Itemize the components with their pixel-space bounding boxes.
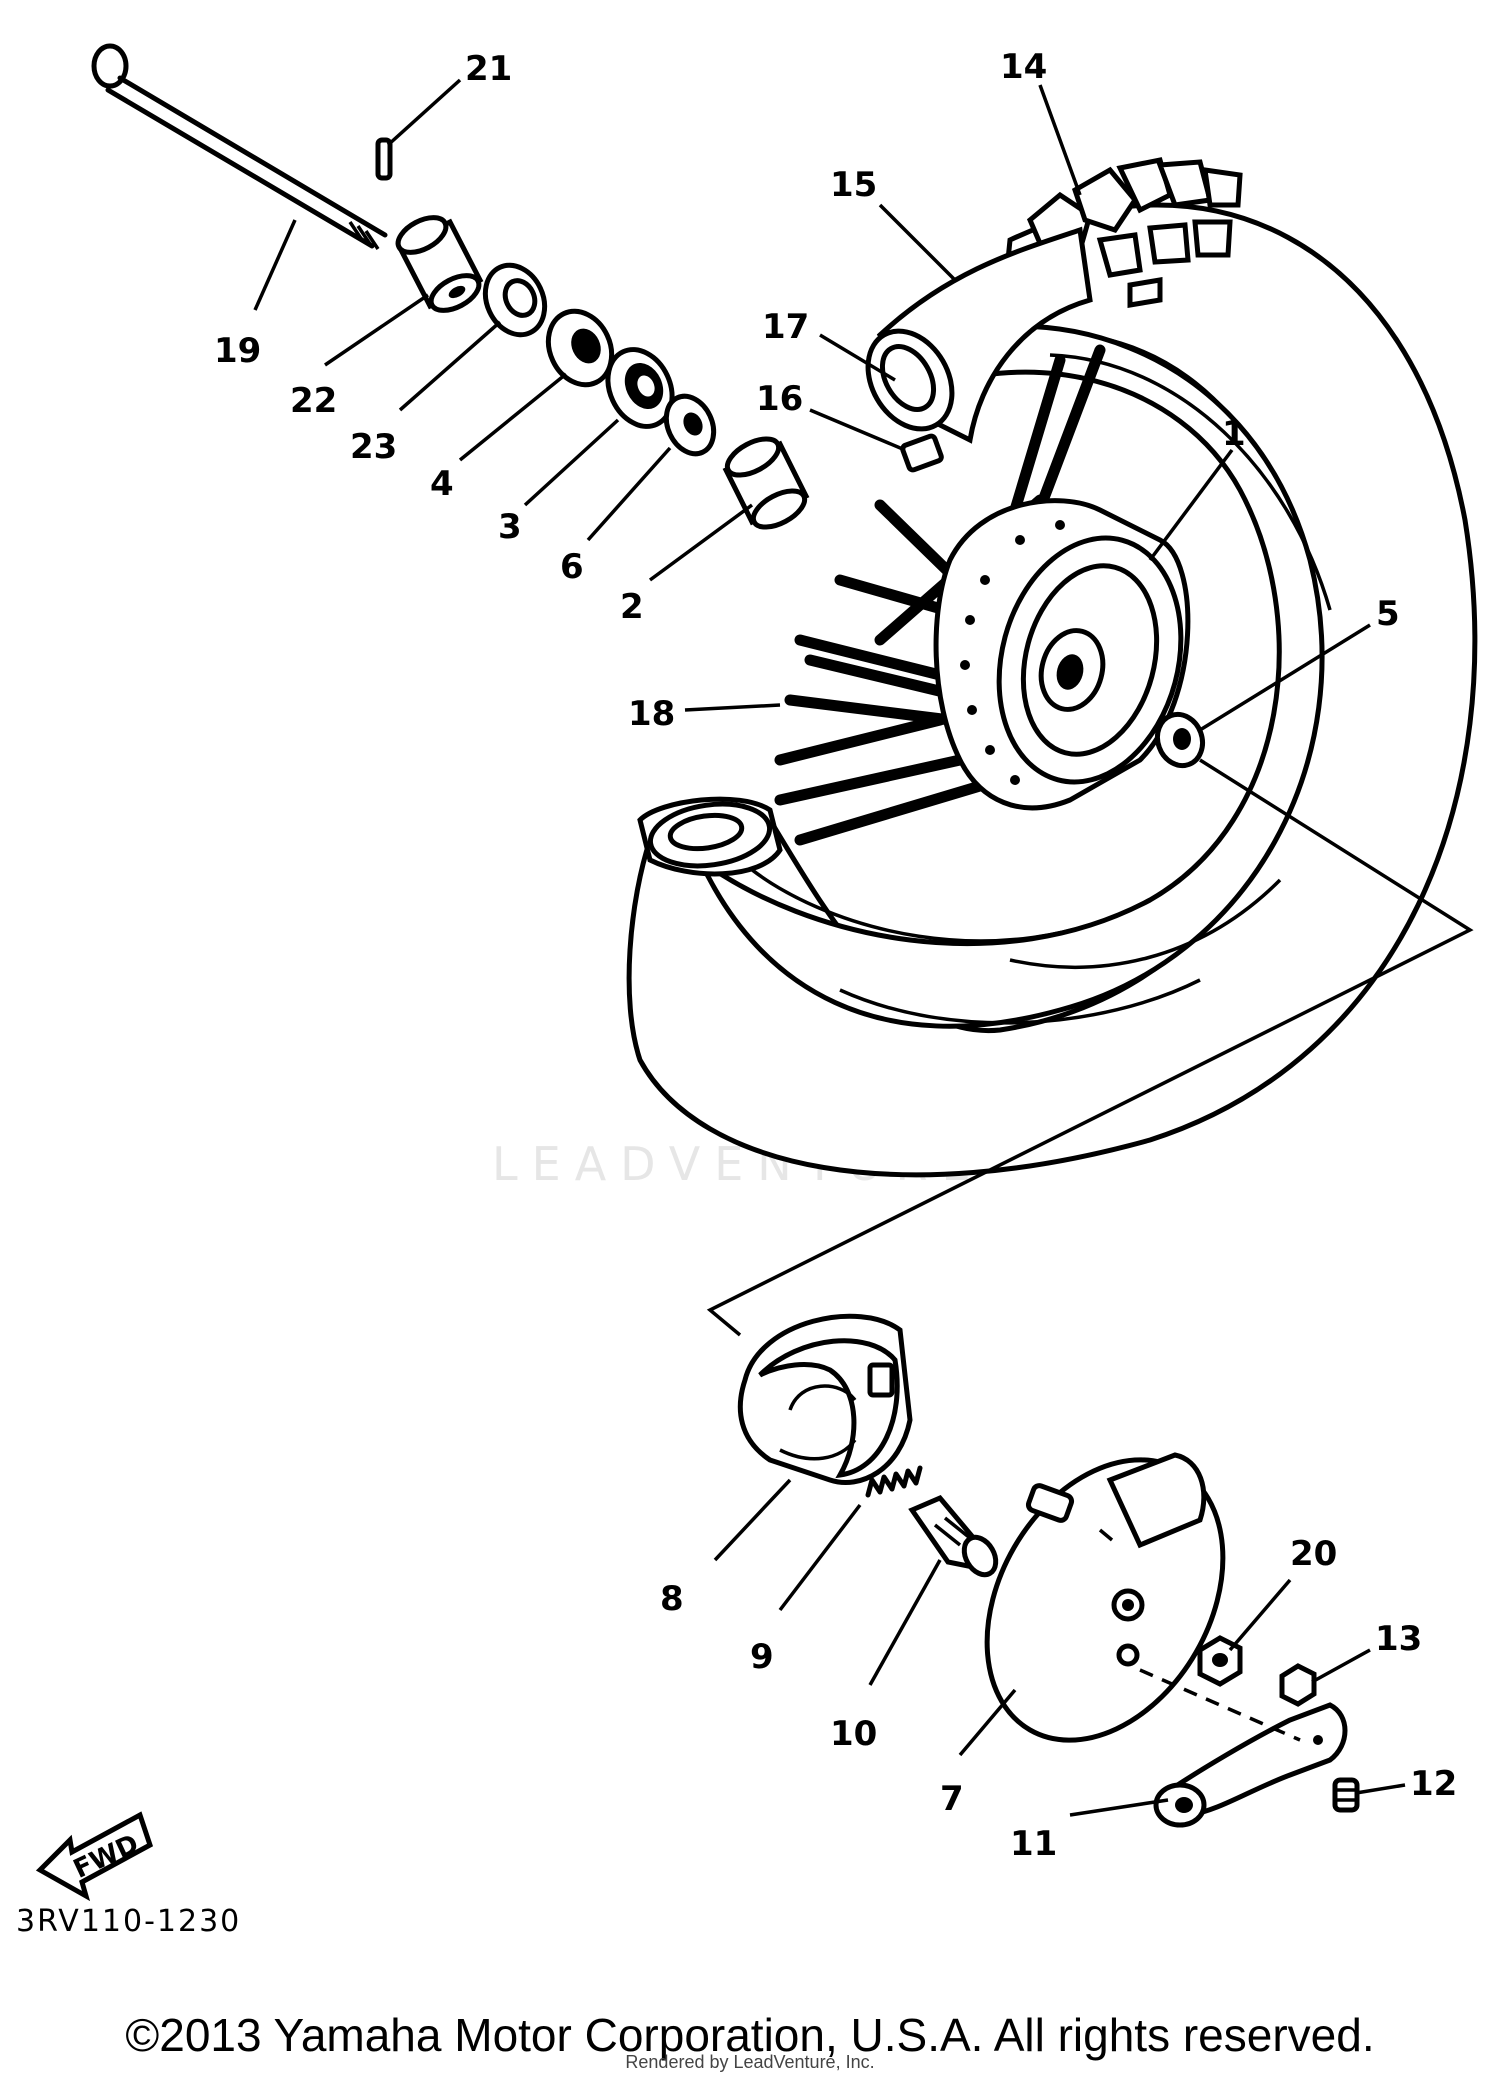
part-cam-10 — [908, 1494, 999, 1578]
callout-21: 21 — [465, 49, 512, 89]
callout-13: 13 — [1375, 1619, 1422, 1659]
leader-lines — [253, 78, 1406, 1817]
callout-18: 18 — [628, 694, 675, 734]
callout-9: 9 — [750, 1637, 774, 1677]
part-seal-6 — [663, 393, 717, 457]
wheel-assembly — [626, 157, 1478, 1178]
callout-1: 1 — [1222, 414, 1246, 454]
part-pin-21 — [375, 137, 393, 181]
callout-11: 11 — [1010, 1824, 1057, 1864]
part-collar-22 — [395, 215, 484, 313]
part-bearing-4 — [545, 308, 615, 388]
callout-12: 12 — [1410, 1764, 1457, 1804]
part-bearing-3 — [605, 347, 675, 429]
part-seal-23 — [482, 262, 548, 338]
part-spring-9 — [865, 1465, 923, 1498]
callout-3: 3 — [498, 507, 522, 547]
callout-8: 8 — [660, 1579, 684, 1619]
part-nut-13 — [1279, 1663, 1317, 1707]
callout-6: 6 — [560, 547, 584, 587]
rendered-by-note: Rendered by LeadVenture, Inc. — [625, 2052, 875, 2072]
part-spacer-2 — [722, 436, 810, 530]
callout-22: 22 — [290, 381, 337, 421]
callout-17: 17 — [762, 307, 809, 347]
tube-cross-section — [637, 796, 783, 877]
copyright-notice: ©2013 Yamaha Motor Corporation, U.S.A. A… — [125, 2009, 1375, 2061]
part-bolt-12 — [1332, 1777, 1360, 1813]
fwd-arrow-icon: FWD — [35, 1811, 154, 1902]
part-brake-plate-7 — [984, 1452, 1226, 1743]
part-valve-16 — [900, 433, 944, 473]
callout-20: 20 — [1290, 1534, 1337, 1574]
callout-4: 4 — [430, 464, 454, 504]
callout-7: 7 — [940, 1779, 964, 1819]
callout-23: 23 — [350, 427, 397, 467]
part-hub-1 — [933, 498, 1191, 811]
part-5 — [1154, 711, 1206, 769]
part-cam-lever-11 — [1139, 1668, 1348, 1828]
assembly-boundary — [706, 758, 1474, 1337]
tire-tread — [1026, 157, 1243, 308]
callout-16: 16 — [756, 379, 803, 419]
callout-14: 14 — [1000, 47, 1047, 87]
part-axle-19 — [91, 43, 388, 250]
callouts: 21 19 22 23 4 3 6 2 14 15 17 16 1 5 18 8… — [214, 47, 1457, 1864]
part-brake-shoe-8 — [737, 1313, 913, 1485]
diagram-part-code: 3RV110-1230 — [16, 1904, 242, 1939]
callout-5: 5 — [1376, 594, 1400, 634]
callout-19: 19 — [214, 331, 261, 371]
part-tube-15 — [865, 226, 1093, 444]
callout-15: 15 — [830, 165, 877, 205]
callout-2: 2 — [620, 587, 644, 627]
callout-10: 10 — [830, 1714, 877, 1754]
